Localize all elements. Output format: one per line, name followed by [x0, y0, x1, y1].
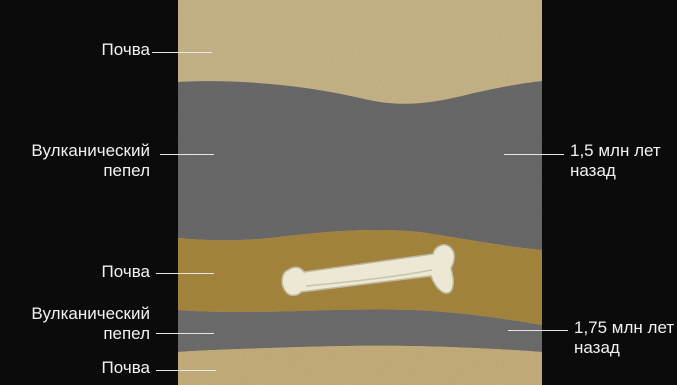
- leader-age-1: [504, 154, 564, 155]
- leader-soil-bottom: [156, 370, 216, 371]
- leader-soil-top: [152, 52, 212, 53]
- leader-soil-middle: [156, 273, 214, 274]
- label-age-1: 1,5 млн лет назад: [570, 141, 661, 181]
- label-soil-bottom: Почва: [102, 358, 150, 378]
- leader-age-2: [508, 330, 568, 331]
- label-age-2: 1,75 млн лет назад: [574, 318, 674, 358]
- label-ash-upper: Вулканический пепел: [31, 141, 150, 181]
- label-ash-lower: Вулканический пепел: [31, 304, 150, 344]
- leader-ash-lower: [156, 333, 214, 334]
- layer-ash-upper: [178, 81, 542, 250]
- leader-ash-upper: [160, 154, 214, 155]
- label-soil-top: Почва: [102, 40, 150, 60]
- layer-soil-bottom: [178, 346, 542, 385]
- label-soil-middle: Почва: [102, 262, 150, 282]
